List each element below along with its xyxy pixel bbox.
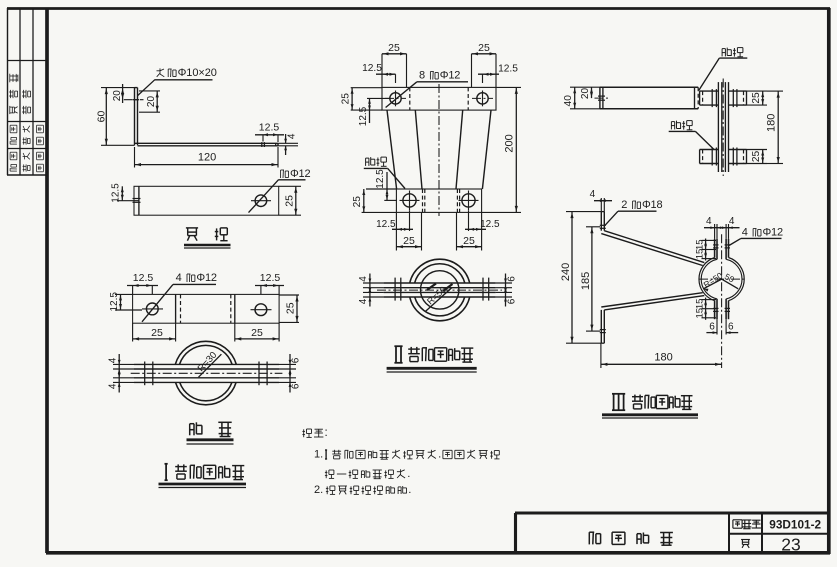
svg-text:.: .: [408, 484, 411, 496]
svg-text:4: 4: [590, 189, 596, 200]
svg-text:12.5: 12.5: [109, 292, 120, 312]
svg-text:25: 25: [388, 42, 400, 54]
svg-text:23: 23: [781, 534, 800, 554]
svg-text:6: 6: [506, 298, 517, 304]
svg-text:93D101-2: 93D101-2: [769, 518, 821, 532]
svg-text:12.5: 12.5: [375, 169, 386, 189]
svg-text:12.5: 12.5: [111, 183, 122, 203]
svg-text:12.5: 12.5: [133, 272, 154, 284]
svg-text:4: 4: [107, 383, 118, 389]
svg-text:4: 4: [286, 133, 297, 139]
svg-text:Φ12: Φ12: [290, 168, 311, 180]
svg-text:25: 25: [341, 93, 352, 105]
svg-text:12.5: 12.5: [358, 106, 369, 126]
svg-text:25: 25: [403, 235, 415, 247]
svg-text:25: 25: [251, 327, 263, 339]
svg-text:Φ10×20: Φ10×20: [178, 67, 217, 79]
svg-text:4: 4: [358, 298, 369, 304]
svg-text:12.5: 12.5: [480, 219, 500, 230]
svg-text:25: 25: [352, 196, 363, 208]
svg-text:12.5: 12.5: [260, 272, 281, 284]
svg-text:25: 25: [283, 195, 295, 207]
svg-text:4: 4: [706, 216, 712, 227]
svg-text:25: 25: [285, 302, 297, 314]
svg-text:25: 25: [151, 327, 163, 339]
svg-text:20: 20: [146, 96, 157, 108]
svg-text:200: 200: [504, 134, 516, 152]
svg-text:25: 25: [478, 42, 490, 54]
svg-text:15: 15: [695, 239, 706, 250]
svg-text:20: 20: [112, 90, 123, 102]
svg-text:2.: 2.: [314, 484, 323, 496]
svg-text:6: 6: [506, 276, 517, 282]
svg-text:4: 4: [742, 227, 748, 239]
svg-text:4: 4: [358, 276, 369, 282]
svg-text:1.: 1.: [314, 449, 323, 461]
svg-text:120: 120: [198, 152, 216, 164]
svg-text:60: 60: [96, 111, 108, 123]
svg-text:6: 6: [709, 322, 715, 333]
svg-text:6: 6: [291, 383, 302, 389]
svg-text:12.5: 12.5: [498, 63, 518, 74]
svg-text:.: .: [407, 468, 410, 480]
svg-text:20: 20: [580, 88, 591, 100]
svg-text:240: 240: [560, 263, 572, 281]
svg-text:15: 15: [695, 308, 706, 319]
svg-text:15: 15: [695, 299, 706, 310]
svg-text:4: 4: [729, 216, 735, 227]
svg-text:.: .: [438, 449, 441, 461]
svg-text:12.5: 12.5: [362, 63, 382, 74]
svg-text:12.5: 12.5: [259, 121, 280, 133]
svg-text:25: 25: [463, 235, 475, 247]
svg-text:6: 6: [291, 357, 302, 363]
svg-text:Φ12: Φ12: [763, 227, 784, 239]
svg-text:25: 25: [751, 151, 762, 163]
svg-text:15: 15: [695, 249, 706, 260]
svg-text:8: 8: [419, 70, 425, 82]
svg-text:12.5: 12.5: [376, 219, 396, 230]
svg-text:185: 185: [580, 272, 592, 290]
svg-text:6: 6: [728, 322, 734, 333]
svg-text:Φ12: Φ12: [196, 272, 217, 284]
svg-text:4: 4: [107, 357, 118, 363]
svg-text:2: 2: [621, 199, 627, 211]
svg-text::: :: [325, 427, 328, 439]
svg-text:40: 40: [563, 95, 574, 107]
svg-text:Φ12: Φ12: [440, 70, 461, 82]
svg-text:Φ18: Φ18: [642, 199, 663, 211]
svg-text:180: 180: [654, 351, 672, 363]
svg-text:180: 180: [766, 114, 778, 132]
svg-text:25: 25: [751, 92, 762, 104]
svg-text:4: 4: [176, 272, 182, 284]
